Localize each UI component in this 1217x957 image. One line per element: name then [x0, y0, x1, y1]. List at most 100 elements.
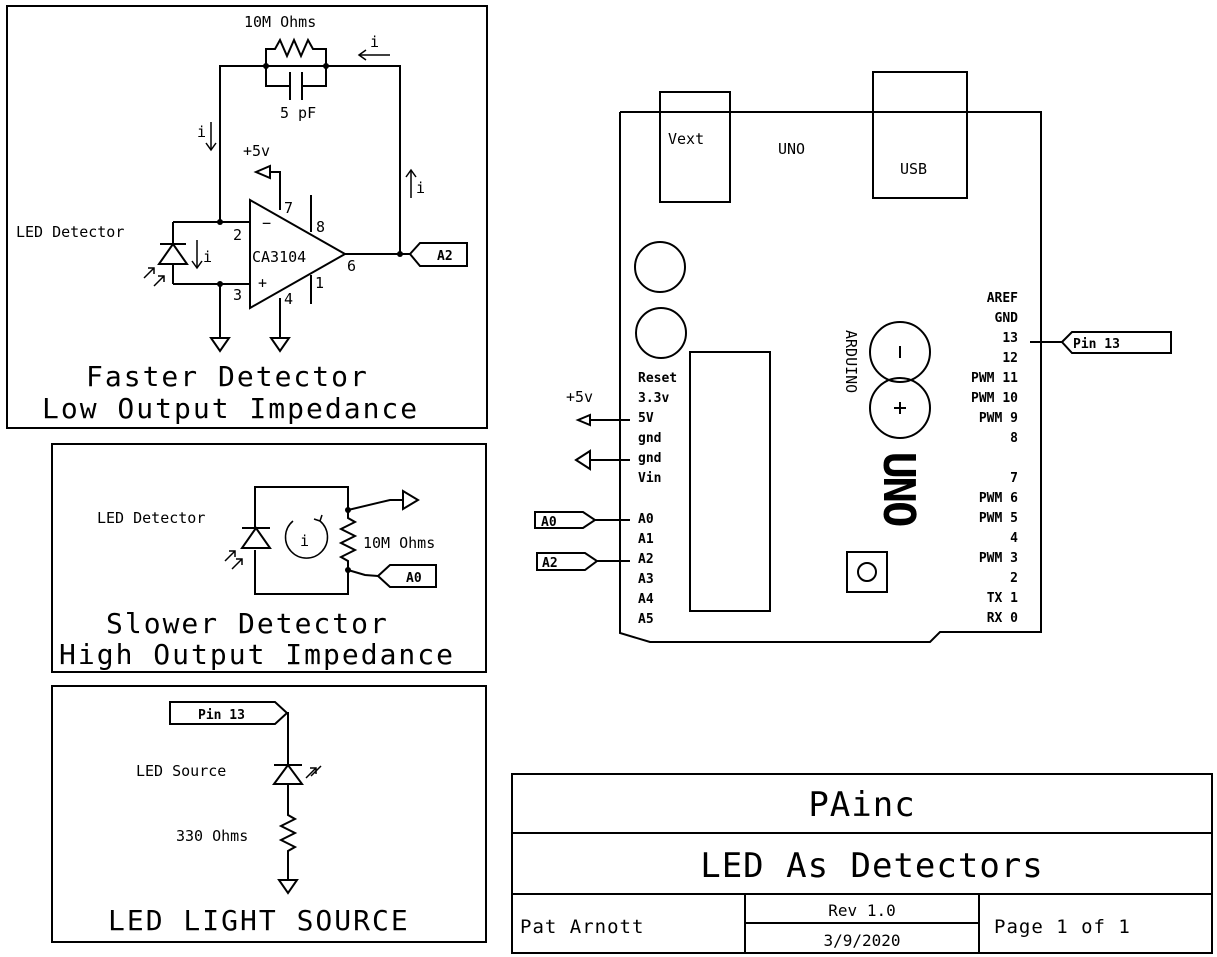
output-wire: [347, 569, 379, 577]
output-tag-a2: [408, 242, 468, 267]
logo-plus-circle: [869, 377, 931, 439]
pin1-label: 1: [315, 274, 324, 292]
resistor-symbol: [278, 784, 298, 880]
pin-label-gnd: gnd: [638, 431, 661, 446]
supply-wire: [270, 171, 281, 210]
junction-dot: [397, 251, 403, 257]
svg-text:i: i: [203, 248, 212, 266]
svg-text:i: i: [416, 179, 425, 197]
slower-title-line2: High Output Impedance: [59, 638, 455, 671]
junction-dot: [323, 63, 329, 69]
pin-label-1: TX 1: [987, 591, 1018, 606]
digital-header-labels: AREF GND 13 12 PWM 11 PWM 10 PWM 9 8 7 P…: [971, 291, 1018, 626]
board-tag-pin13: [1060, 331, 1172, 354]
ground-icon: [209, 337, 231, 353]
resistor-label: 330 Ohms: [176, 827, 248, 845]
pin-label-a3: A3: [638, 572, 654, 587]
supply-wire: [347, 499, 403, 511]
pin-label-13: 13: [1002, 331, 1018, 346]
source-wire-top: [287, 712, 289, 764]
led-source-frame: [51, 685, 487, 943]
led-detector-label: LED Detector: [97, 509, 205, 527]
pin-label-4: 4: [1010, 531, 1018, 546]
ground-icon: [277, 879, 299, 895]
svg-text:i: i: [197, 123, 206, 141]
slower-detector-panel: LED Detector i 10M Ohms A0 Slower Detect…: [51, 443, 487, 673]
pin-label-0: RX 0: [987, 611, 1018, 626]
pin-label-12: 12: [1002, 351, 1018, 366]
board-tag-a0-label: A0: [541, 515, 557, 530]
feedback-resistor-symbol: [265, 37, 327, 66]
loop-wire-bottom: [254, 550, 349, 595]
resistor-label: 10M Ohms: [363, 534, 435, 552]
pin-label-5: PWM 5: [979, 511, 1018, 526]
incoming-light-icon: [224, 550, 243, 570]
brand-label: ARDUINO: [842, 330, 860, 393]
output-tag-a0: [376, 564, 437, 588]
title-block-frame: [511, 773, 1213, 954]
pin2-label: 2: [233, 226, 242, 244]
usb-label: USB: [900, 160, 927, 178]
led-source-icon: [272, 763, 304, 785]
slower-title-line1: Slower Detector: [106, 607, 389, 640]
ground-icon: [574, 449, 591, 471]
supply-arrow-icon: [402, 489, 420, 511]
page-indicator: Page 1 of 1: [994, 916, 1131, 938]
output-tag-a0-label: A0: [406, 571, 422, 586]
mounting-hole: [634, 241, 686, 293]
usb-port: [872, 71, 968, 199]
arduino-uno-board: Vext UNO USB Reset 3.3v 5V gnd gnd Vin A…: [534, 71, 1172, 643]
reset-button: [846, 551, 888, 593]
board-label: UNO: [778, 140, 805, 158]
faster-title-line2: Low Output Impedance: [42, 392, 419, 425]
current-arrow-left: i: [197, 122, 217, 152]
board-tag-a2: [536, 552, 599, 571]
analog-header-labels: A0 A1 A2 A3 A4 A5: [638, 512, 654, 627]
microcontroller-chip: [689, 351, 771, 612]
date-label: 3/9/2020: [823, 931, 900, 950]
pin-label-a1: A1: [638, 532, 654, 547]
cap-wire-right: [302, 66, 327, 87]
opamp-plus-sign: +: [258, 274, 267, 292]
pin-label-11: PWM 11: [971, 371, 1018, 386]
resistor-symbol: [338, 510, 358, 570]
input-tag-pin13: [169, 701, 289, 725]
mounting-hole: [635, 307, 687, 359]
current-arrow-right: i: [405, 168, 425, 198]
title-block: PAinc LED As Detectors Pat Arnott Rev 1.…: [511, 773, 1213, 954]
led-detector-icon: [157, 242, 189, 265]
pin-label-6: PWM 6: [979, 491, 1018, 506]
pin-label-a5: A5: [638, 612, 654, 627]
pin-label-5v: 5V: [638, 411, 654, 426]
input-tag-pin13-label: Pin 13: [198, 708, 245, 723]
pin-label-9: PWM 9: [979, 411, 1018, 426]
loop-wire-top: [254, 486, 349, 527]
pin-label-3: PWM 3: [979, 551, 1018, 566]
junction-dot: [217, 219, 223, 225]
supply-arrow-icon: [575, 413, 591, 427]
opamp-minus-sign: −: [262, 214, 271, 232]
supply-label: +5v: [566, 388, 593, 406]
supply-label: +5v: [243, 142, 270, 160]
author-name: Pat Arnott: [520, 916, 644, 938]
board-tag-pin13-label: Pin 13: [1073, 337, 1120, 352]
pin3-label: 3: [233, 286, 242, 304]
reset-button-icon: [857, 562, 877, 582]
pin-label-7: 7: [1010, 471, 1018, 486]
logo-minus-circle: [869, 321, 931, 383]
current-arrow-led: i: [191, 240, 212, 270]
revision-label: Rev 1.0: [828, 901, 895, 920]
led-detector-label: LED Detector: [16, 223, 124, 241]
svg-text:i: i: [370, 33, 379, 51]
pin-label-10: PWM 10: [971, 391, 1018, 406]
svg-text:i: i: [300, 532, 309, 550]
pin-label-gnd: gnd: [638, 451, 661, 466]
led-source-panel: Pin 13 LED Source 330 Ohms LED LIGHT SOU…: [51, 685, 487, 943]
board-tag-a0: [534, 511, 597, 529]
faster-detector-panel: 10M Ohms 5 pF i i i +5v: [6, 5, 488, 429]
company-name: PAinc: [808, 785, 915, 825]
feedback-capacitor-label: 5 pF: [280, 104, 316, 122]
ground-icon: [269, 337, 291, 353]
pin-label-a4: A4: [638, 592, 654, 607]
